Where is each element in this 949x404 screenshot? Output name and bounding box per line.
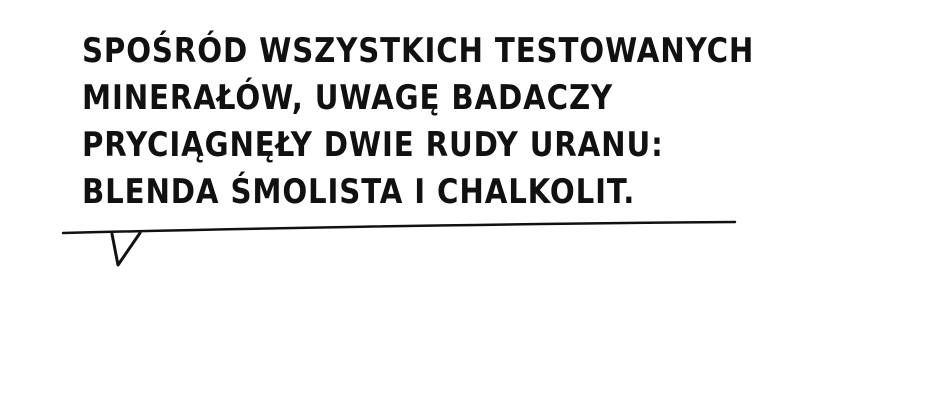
caption-line-4: BLENDA ŚMOLISTA I CHALKOLIT. <box>82 172 636 212</box>
caption-line-2: MINERAŁÓW, UWAGĘ BADACZY <box>82 78 614 118</box>
speech-bubble-text: SPOŚRÓD WSZYSTKICH TESTOWANYCH MINERAŁÓW… <box>82 28 753 216</box>
speech-bubble-tail <box>110 231 142 267</box>
speech-bubble-underline <box>61 220 737 235</box>
caption-line-3: PRYCIĄGNĘŁY DWIE RUDY URANU: <box>82 125 664 165</box>
